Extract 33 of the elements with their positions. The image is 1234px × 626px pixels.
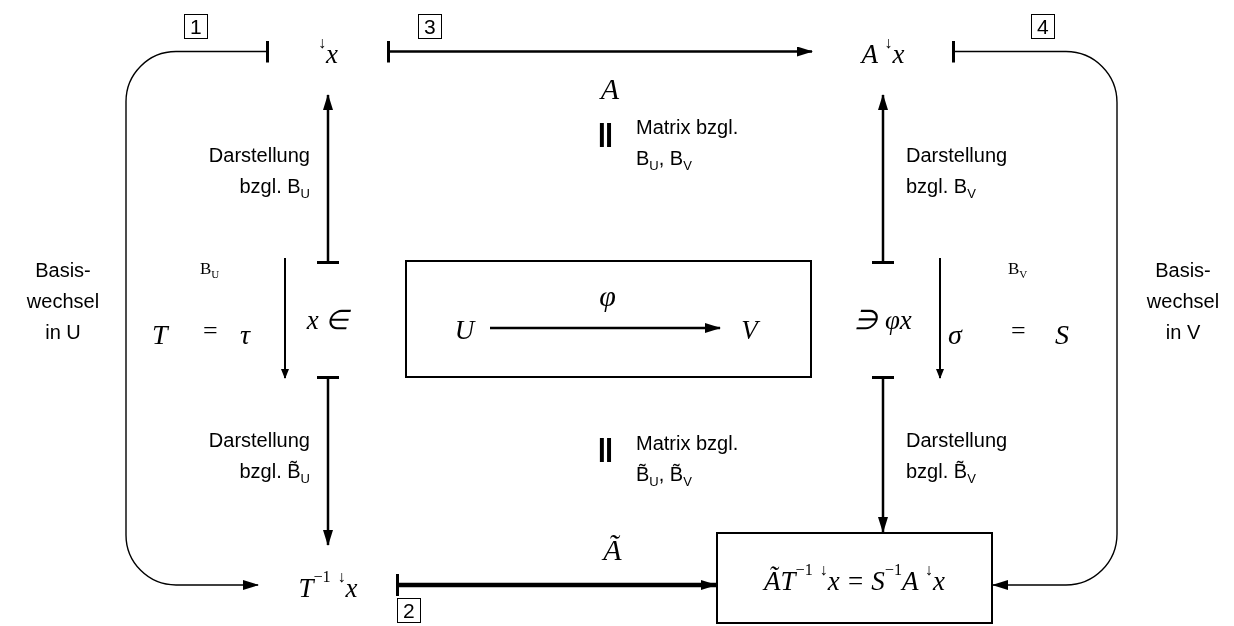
arrow	[317, 94, 339, 264]
annotation-text: Matrix bzgl. B$_{U}$, B$_{V}$	[636, 115, 740, 175]
math-symbol: τ	[240, 318, 251, 352]
step-number: 2	[397, 598, 421, 624]
math-term: U	[454, 316, 475, 344]
result-box: ÃT$^{−1}$ $^{↓}$x = S$^{−1}$A $^{↓}$x	[716, 532, 993, 624]
math-term: $^{↓}$x	[317, 35, 339, 68]
arrow	[952, 40, 1118, 590]
arrow	[387, 40, 813, 63]
arrow	[125, 40, 269, 590]
equality-mark: ‖	[597, 433, 614, 467]
math-term: A $^{↓}$x	[861, 35, 905, 68]
arrow	[317, 376, 339, 546]
math-symbol: σ	[948, 318, 962, 352]
math-term: x ∈	[306, 306, 350, 334]
annotation-text: Matrix bzgl. B̃$_{U}$, B̃$_{V}$	[636, 431, 740, 491]
step-number: 4	[1031, 14, 1055, 40]
arrow	[396, 574, 717, 596]
math-symbol: S	[1055, 318, 1069, 352]
equality-mark: ‖	[597, 118, 614, 152]
equals-sign: =	[203, 318, 218, 344]
basis-index: B$_{V}$	[1008, 260, 1028, 281]
arrow	[872, 94, 894, 264]
step-number: 1	[184, 14, 208, 40]
step-number: 3	[418, 14, 442, 40]
math-symbol: T	[152, 318, 168, 352]
equals-sign: =	[1011, 318, 1026, 344]
math-term: T$^{−1}$ $^{↓}$x	[298, 568, 358, 602]
mapping-box	[405, 260, 812, 378]
arrow	[490, 323, 721, 333]
math-term: ∋ φx	[854, 306, 912, 334]
arrow	[872, 376, 894, 533]
basis-index: B$_{U}$	[200, 260, 220, 281]
